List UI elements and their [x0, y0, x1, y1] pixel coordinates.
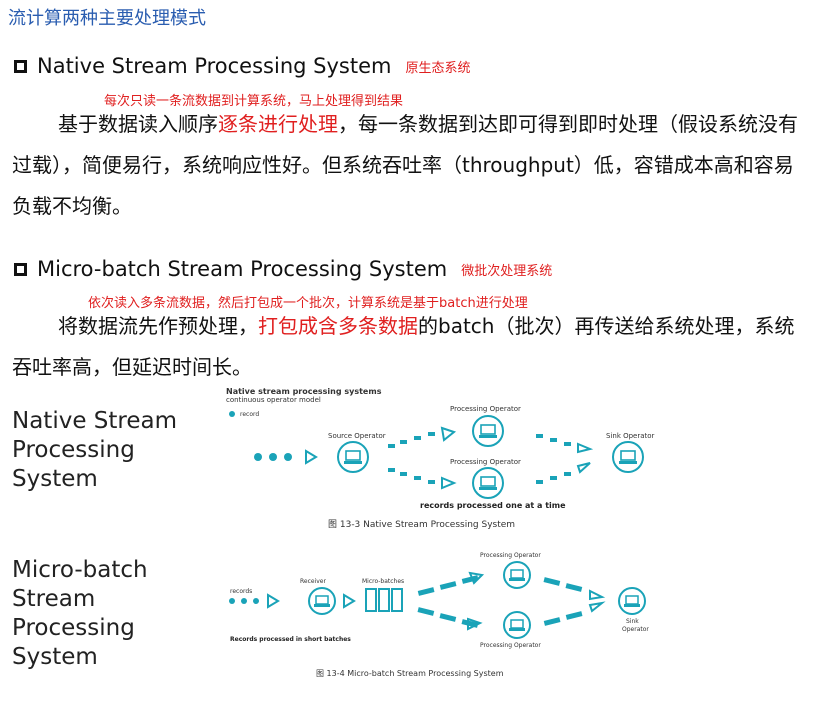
square-bullet-icon	[14, 59, 27, 73]
figure2-sink-line2: Operator	[622, 626, 649, 633]
arrow-icon	[589, 589, 606, 601]
figure2-bottom-right-batches	[543, 611, 583, 626]
bottom-path-records	[388, 468, 435, 484]
arrow-icon	[440, 426, 457, 442]
top-right-records	[536, 434, 571, 446]
figure2-label: Micro-batch Stream Processing System	[12, 557, 148, 670]
figure2-sink-icon	[618, 587, 646, 615]
page-title: 流计算两种主要处理模式	[8, 8, 206, 29]
section2-heading-note: 微批次处理系统	[461, 263, 553, 279]
figure1-label: Native Stream Processing System	[12, 408, 177, 492]
source-operator-icon	[337, 441, 369, 473]
section2-heading: Micro-batch Stream Processing System 微批次…	[14, 257, 552, 281]
square-bullet-icon	[14, 262, 27, 276]
top-path-records	[388, 432, 435, 448]
section2-para-after: 的batch（批次）再传送给系统处理，系统吞吐率高，但延迟时间长。	[12, 314, 795, 379]
processing-operator-top-icon	[472, 415, 504, 447]
figure1-header-line2: continuous operator model	[226, 396, 321, 404]
sink-operator-icon	[612, 441, 644, 473]
figure2-micro-batches-label: Micro-batches	[362, 578, 404, 585]
figure2-footer: Records processed in short batches	[230, 636, 351, 643]
arrow-icon	[577, 442, 594, 454]
figure2-processing-bottom-icon	[503, 611, 531, 639]
figure2-processing-top-label: Processing Operator	[480, 552, 541, 559]
arrow-icon	[343, 593, 356, 609]
arrow-icon	[576, 462, 591, 474]
figure2-processing-bottom-label: Processing Operator	[480, 642, 541, 649]
arrow-icon	[305, 449, 318, 465]
figure1-source-label: Source Operator	[328, 432, 386, 440]
arrow-icon	[467, 617, 483, 631]
figure1-sink-label: Sink Operator	[606, 432, 655, 440]
section2-note: 依次读入多条流数据，然后打包成一个批次，计算系统是基于batch进行处理	[88, 296, 528, 311]
arrow-icon	[588, 601, 606, 613]
figure1-legend: record	[240, 411, 259, 418]
record-dot-icon	[229, 411, 235, 417]
arrow-icon	[267, 593, 280, 609]
section1-para-after: ，每一条数据到达即可得到即时处理（假设系统没有过载），简便易行，系统响应性好。但…	[12, 112, 798, 218]
figure1-caption: 图 13-3 Native Stream Processing System	[328, 519, 515, 530]
section1-heading: Native Stream Processing System 原生态系统	[14, 54, 470, 78]
figure2-caption: 图 13-4 Micro-batch Stream Processing Sys…	[316, 669, 504, 678]
section2-para-highlight: 打包成含多条数据	[258, 314, 418, 338]
figure2-top-right-batches	[543, 577, 583, 592]
figure1-header-line1: Native stream processing systems	[226, 387, 382, 396]
arrow-icon	[441, 476, 457, 490]
section1-para-highlight: 逐条进行处理	[218, 112, 338, 136]
section1-note: 每次只读一条流数据到计算系统，马上处理得到结果	[104, 94, 404, 109]
figure2-processing-top-icon	[503, 561, 531, 589]
section1-paragraph: 基于数据读入顺序逐条进行处理，每一条数据到达即可得到即时处理（假设系统没有过载）…	[12, 104, 812, 227]
figure2-receiver-label: Receiver	[300, 578, 326, 585]
figure2-records-label: records	[230, 588, 252, 595]
section2-heading-text: Micro-batch Stream Processing System	[37, 257, 448, 281]
section1-heading-text: Native Stream Processing System	[37, 54, 392, 78]
bottom-right-records	[536, 472, 571, 484]
figure2-top-batches	[417, 575, 479, 596]
section2-para-before: 将数据流先作预处理，	[58, 314, 258, 338]
figure2-sink-line1: Sink	[626, 618, 639, 625]
arrow-icon	[468, 571, 485, 585]
section2-paragraph: 将数据流先作预处理，打包成含多条数据的batch（批次）再传送给系统处理，系统吞…	[12, 306, 812, 388]
receiver-icon	[308, 587, 336, 615]
figure1-footer: records processed one at a time	[420, 501, 566, 510]
input-records	[254, 453, 292, 461]
figure1-diagram: Native stream processing systems continu…	[226, 387, 655, 530]
figure2-input-records	[229, 598, 259, 604]
section1-para-before: 基于数据读入顺序	[58, 112, 218, 136]
figure2-diagram: records Receiver Micro-batches Processin…	[229, 552, 649, 678]
figure1-processing-top-label: Processing Operator	[450, 405, 521, 413]
section1-heading-note: 原生态系统	[405, 60, 471, 76]
micro-batches-icon	[365, 588, 403, 612]
processing-operator-bottom-icon	[472, 467, 504, 499]
figure1-processing-bottom-label: Processing Operator	[450, 458, 521, 466]
figure2-bottom-batches	[417, 607, 479, 628]
